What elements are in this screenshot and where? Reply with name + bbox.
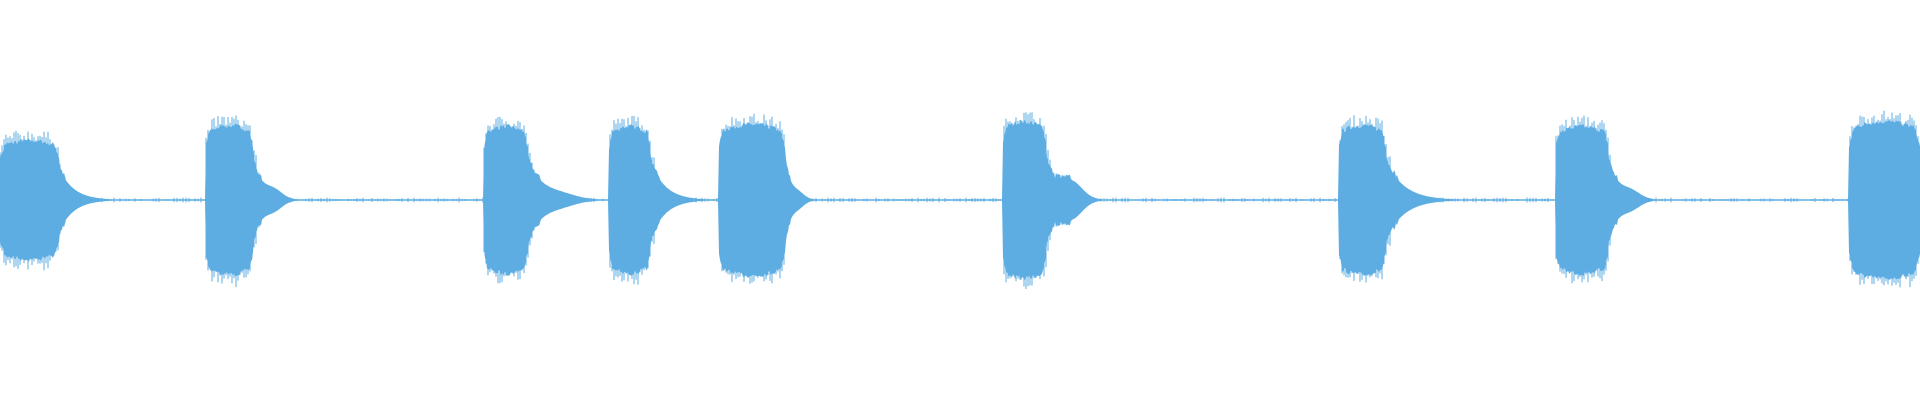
waveform-peaks	[0, 110, 1919, 289]
